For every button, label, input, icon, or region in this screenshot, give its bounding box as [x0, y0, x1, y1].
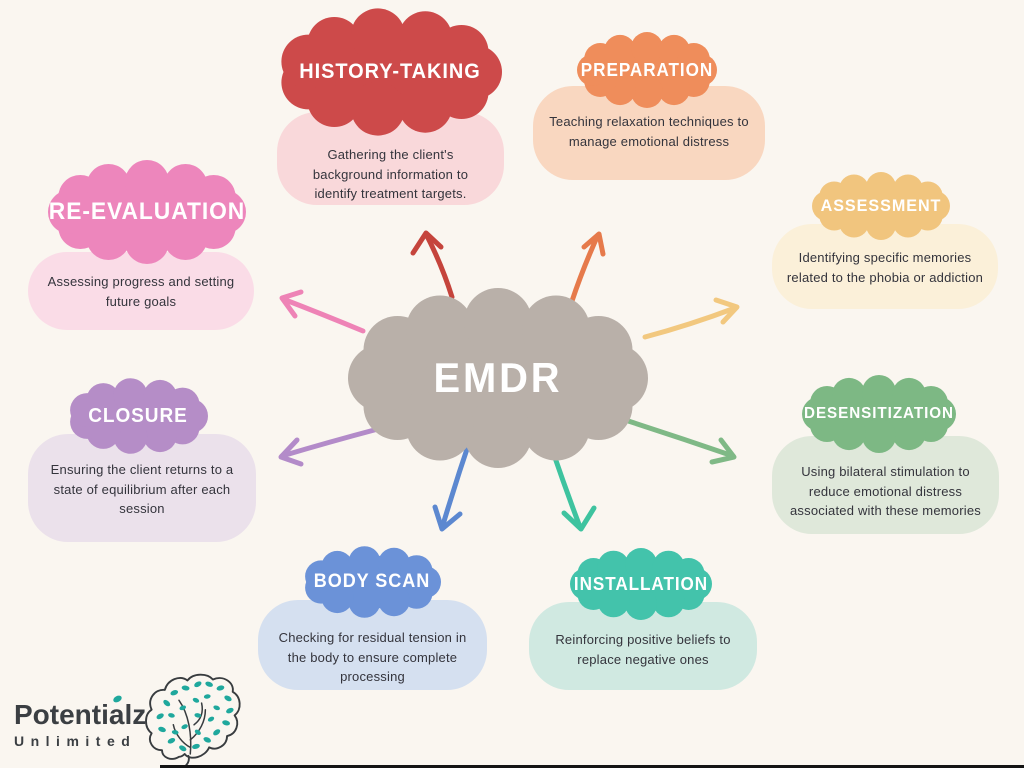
assessment-title: ASSESSMENT — [820, 196, 942, 215]
preparation-cloud: PREPARATION — [577, 32, 717, 108]
assessment-description: Identifying specific memories related to… — [786, 250, 984, 285]
logo-subtitle-text: Unlimited — [14, 732, 137, 749]
history-taking-title: HISTORY-TAKING — [299, 60, 481, 83]
installation-description: Reinforcing positive beliefs to replace … — [555, 632, 731, 667]
potentialz-logo: Potentialz Unlimited — [14, 694, 264, 768]
desensitization-title: DESENSITIZATION — [804, 405, 954, 422]
arrow-assessment — [642, 297, 740, 340]
closure-description: Ensuring the client returns to a state o… — [50, 462, 234, 516]
body-scan-cloud: BODY SCAN — [303, 546, 441, 618]
preparation-title: PREPARATION — [580, 59, 714, 80]
desensitization-description-box: Using bilateral stimulation to reduce em… — [772, 436, 999, 534]
desensitization-cloud: DESENSITIZATION — [802, 375, 956, 453]
body-scan-title: BODY SCAN — [313, 571, 431, 592]
re-evaluation-description: Assessing progress and setting future go… — [47, 274, 235, 309]
logo-brand-text: Potentialz — [14, 694, 264, 731]
re-evaluation-title: RE-EVALUATION — [48, 198, 246, 225]
bottom-edge-artifact — [160, 765, 1024, 768]
re-evaluation-description-box: Assessing progress and setting future go… — [28, 252, 254, 330]
center-emdr-title: EMDR — [433, 354, 563, 401]
installation-title: INSTALLATION — [573, 573, 709, 594]
desensitization-description: Using bilateral stimulation to reduce em… — [790, 464, 981, 518]
preparation-description: Teaching relaxation techniques to manage… — [549, 114, 749, 149]
closure-description-box: Ensuring the client returns to a state o… — [28, 434, 256, 542]
installation-cloud: INSTALLATION — [570, 548, 712, 620]
brain-logo-icon — [145, 673, 241, 768]
closure-title: CLOSURE — [88, 404, 188, 427]
body-scan-description: Checking for residual tension in the bod… — [278, 630, 467, 684]
brain-leaves — [156, 681, 234, 752]
history-taking-description: Gathering the client's background inform… — [312, 147, 469, 201]
re-evaluation-cloud: RE-EVALUATION — [48, 160, 246, 264]
history-taking-cloud: HISTORY-TAKING — [278, 8, 502, 136]
center-emdr-cloud: EMDR — [348, 288, 648, 468]
assessment-cloud: ASSESSMENT — [812, 172, 950, 240]
closure-cloud: CLOSURE — [68, 378, 208, 454]
